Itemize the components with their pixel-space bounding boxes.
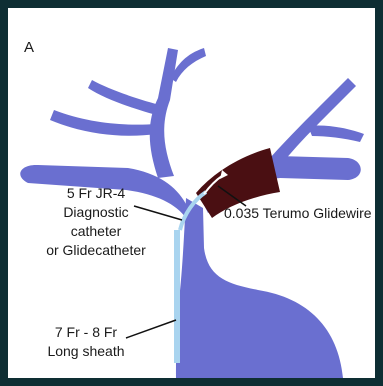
left-upper-twig-2 [50, 110, 156, 136]
sheath-label-line-2: Long sheath [47, 343, 124, 359]
catheter-label-line-3: catheter [71, 223, 122, 239]
main-vessel-trunk [176, 198, 343, 378]
left-upper-twig-1 [88, 80, 164, 116]
panel-label: A [24, 39, 34, 56]
sheath-label-line-1: 7 Fr - 8 Fr [55, 324, 118, 340]
vascular-diagram: A 5 Fr JR-4 [8, 8, 375, 378]
catheter-label-line-1: 5 Fr JR-4 [67, 185, 126, 201]
sheath-label: 7 Fr - 8 Fr Long sheath [47, 324, 124, 359]
catheter-label-line-2: Diagnostic [63, 204, 128, 220]
sheath-leader-line [126, 320, 176, 338]
glidewire-label: 0.035 Terumo Glidewire [224, 205, 372, 221]
right-upper-twig [308, 125, 364, 142]
catheter-leader-line [134, 206, 182, 220]
right-upper-branch [270, 78, 356, 166]
catheter-label: 5 Fr JR-4 Diagnostic catheter or Glideca… [46, 185, 146, 258]
catheter-label-line-4: or Glidecatheter [46, 242, 146, 258]
figure-panel: A 5 Fr JR-4 [8, 8, 375, 378]
